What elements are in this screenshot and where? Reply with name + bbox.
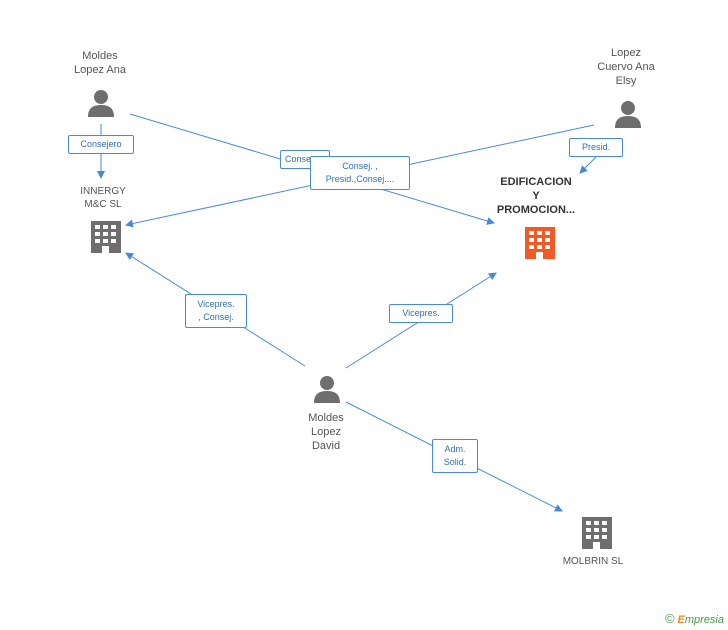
edge-label-line: Vicepres. [197,299,235,309]
brand-name: mpresia [684,614,724,626]
edge-label-line: Conse [285,154,312,164]
node-label-line: Lopez Ana [74,64,126,76]
node-label-line: Elsy [615,75,637,87]
node-label-moldes-lopez-david[interactable]: Moldes Lopez David [286,411,366,453]
node-label-lopez-cuervo-ana-elsy[interactable]: Lopez Cuervo Ana Elsy [586,46,666,88]
edge-label-line: Consejero [80,139,122,149]
person-icon[interactable] [314,376,340,403]
node-label-line: Y [532,190,540,202]
empresia-logo[interactable]: ©Empresia [665,611,724,626]
brand-e: E [677,614,685,626]
edge-label-line: Adm. [444,444,466,454]
edge-label-adm-solid[interactable]: Adm. Solid. [432,439,478,473]
node-label-moldes-lopez-ana[interactable]: Moldes Lopez Ana [60,49,140,77]
edge-elsy-edificacion [579,154,599,174]
building-icon[interactable] [91,221,121,253]
node-label-line: PROMOCION... [496,204,576,216]
node-label-line: MOLBRIN SL [562,556,624,567]
edge-label-line: , Consej. [198,312,234,322]
node-label-molbrin[interactable]: MOLBRIN SL [553,555,633,569]
node-label-innergy[interactable]: INNERGY M&C SL [63,185,143,211]
edge-label-line: Solid. [443,457,467,467]
node-label-line: M&C SL [84,199,122,210]
node-label-line: Lopez [311,426,341,438]
node-label-line: Cuervo Ana [597,61,655,73]
node-label-line: Moldes [308,412,344,424]
copyright-icon: © [664,611,675,626]
person-icon[interactable] [88,90,114,117]
edge-label-presid[interactable]: Presid. [569,138,623,157]
building-icon[interactable] [525,227,555,259]
edge-label-line: Presid. [581,142,610,152]
node-label-line: INNERGY [80,186,126,197]
edge-label-line: Consej. , [342,161,378,171]
node-label-edificacion[interactable]: EDIFICACION Y PROMOCION... [486,175,586,217]
person-icon[interactable] [615,101,641,128]
edge-label-line: Presid.,Consej.... [325,174,395,184]
node-label-line: Lopez [611,47,641,59]
edge-label-line: Vicepres. [402,308,440,318]
node-label-line: David [311,440,341,452]
building-icon[interactable] [582,517,612,549]
edge-label-vicepres-consej[interactable]: Vicepres. , Consej. [185,294,247,328]
edge-label-consejero[interactable]: Consejero [68,135,134,154]
node-label-line: EDIFICACION [500,176,572,188]
edge-label-consej-presid[interactable]: Consej. , Presid.,Consej.... [310,156,410,190]
node-label-line: Moldes [82,50,118,62]
edge-label-vicepres[interactable]: Vicepres. [389,304,453,323]
